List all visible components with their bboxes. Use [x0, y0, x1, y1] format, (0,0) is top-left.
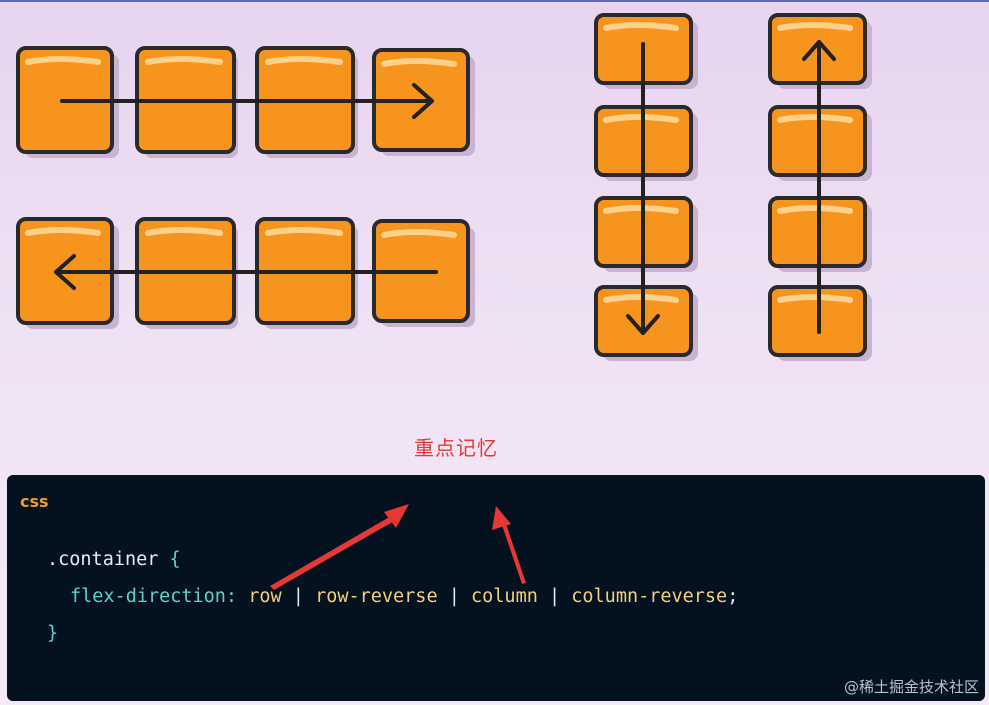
- separator: |: [448, 586, 460, 607]
- terminator: ;: [727, 586, 739, 607]
- arrow-up-icon: [802, 40, 836, 334]
- column-diagram: [594, 13, 698, 361]
- flex-item: [255, 217, 358, 329]
- value-row-reverse: row-reverse: [315, 586, 438, 607]
- code-language-label: css: [20, 492, 49, 511]
- top-border: [0, 0, 989, 2]
- arrow-down-icon: [626, 42, 660, 335]
- code-block: css .container { flex-direction: row | r…: [7, 475, 985, 701]
- arrow-left-icon: [54, 254, 438, 290]
- row-reverse-diagram: [16, 217, 475, 329]
- arrow-right-icon: [60, 83, 434, 119]
- separator: |: [292, 586, 304, 607]
- value-row: row: [248, 586, 282, 607]
- annotation-note: 重点记忆: [414, 436, 498, 460]
- column-reverse-diagram: [768, 13, 872, 361]
- flex-item: [594, 13, 698, 89]
- code-line-declaration: flex-direction: row | row-reverse | colu…: [70, 586, 738, 608]
- separator: |: [548, 586, 561, 607]
- row-diagram: [16, 46, 475, 158]
- watermark: @稀土掘金技术社区: [843, 678, 979, 696]
- code-line-close: }: [47, 623, 58, 645]
- code-line-selector: .container {: [47, 549, 181, 571]
- css-selector: .container: [47, 549, 159, 570]
- flex-item: [594, 196, 698, 272]
- flex-item: [594, 285, 698, 361]
- css-property: flex-direction:: [70, 586, 238, 607]
- flex-item: [594, 105, 698, 181]
- value-column: column: [471, 586, 538, 607]
- close-brace: }: [47, 623, 59, 644]
- open-brace: {: [169, 549, 181, 570]
- value-column-reverse: column-reverse: [571, 586, 728, 607]
